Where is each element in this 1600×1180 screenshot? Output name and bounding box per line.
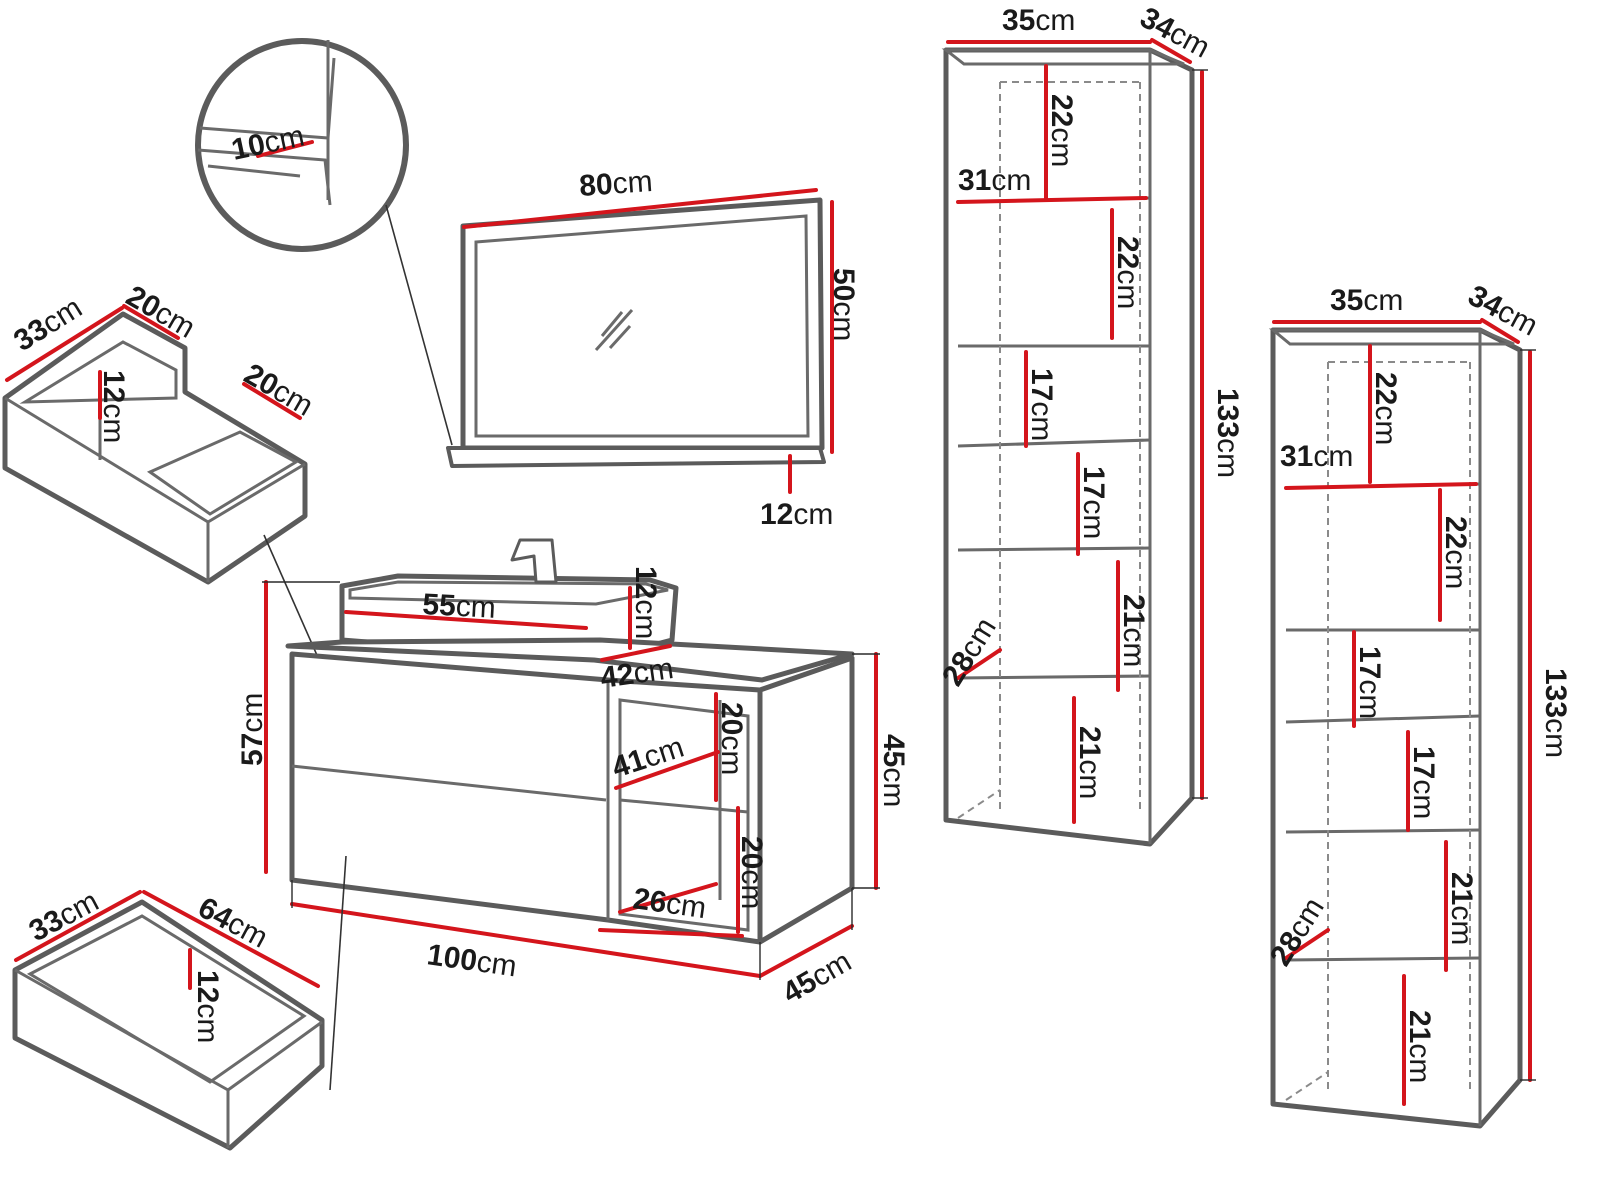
shelf-depth-line-lower bbox=[618, 882, 718, 914]
mirror bbox=[446, 188, 834, 494]
dimension-label: 35cm bbox=[1002, 4, 1075, 37]
width-line-top-drawer-right bbox=[242, 382, 302, 420]
mirror-detail bbox=[195, 38, 453, 446]
depth-line-mirror-shelf bbox=[256, 140, 314, 158]
dimension-label: 21cm bbox=[1445, 872, 1478, 945]
dimension-label: 20cm bbox=[239, 357, 319, 422]
width-line-top-drawer bbox=[122, 304, 180, 340]
shelf-floor-line bbox=[598, 928, 744, 938]
dimension-label: 20cm bbox=[715, 702, 748, 775]
width-line-mirror bbox=[462, 188, 818, 229]
total-width-line bbox=[290, 902, 762, 978]
dimension-label: 31cm bbox=[1280, 440, 1353, 473]
vanity-cabinet bbox=[262, 538, 880, 1091]
shelf-depth-line-upper bbox=[614, 750, 720, 790]
dimension-label: 12cm bbox=[629, 566, 662, 639]
dimension-label: 42cm bbox=[598, 652, 675, 695]
tall-shelf-b bbox=[1268, 318, 1536, 1129]
basin-width-line bbox=[344, 610, 588, 630]
dimension-label: 12cm bbox=[760, 498, 833, 531]
dimension-label: 45cm bbox=[877, 734, 910, 807]
dimension-label: 22cm bbox=[1045, 94, 1078, 167]
dimension-label: 31cm bbox=[958, 164, 1031, 197]
dimension-label: 133cm bbox=[1539, 668, 1572, 758]
dimension-label: 17cm bbox=[1077, 466, 1110, 539]
inner-width-line-shelf-a bbox=[956, 196, 1148, 204]
dimension-label: 17cm bbox=[1407, 746, 1440, 819]
dimension-label: 80cm bbox=[578, 165, 653, 203]
dimension-label: 22cm bbox=[1369, 372, 1402, 445]
dimension-label: 55cm bbox=[422, 588, 497, 625]
dimension-label: 50cm bbox=[827, 268, 860, 341]
dimension-label: 22cm bbox=[1111, 236, 1144, 309]
bottom-drawer bbox=[12, 890, 325, 1151]
top-drawer bbox=[2, 304, 343, 713]
drawer-leader-line-2 bbox=[329, 855, 347, 1091]
dimension-label: 22cm bbox=[1439, 516, 1472, 589]
depth-line-shelf-b bbox=[1480, 318, 1520, 344]
depth-line-shelf-a bbox=[1150, 38, 1192, 64]
dimension-label: 21cm bbox=[1403, 1010, 1436, 1083]
width-line-bottom-drawer bbox=[142, 890, 320, 988]
shelf-depth-line-shelf-b bbox=[1284, 928, 1330, 960]
dimension-label: 21cm bbox=[1073, 726, 1106, 799]
dimension-label: 10cm bbox=[229, 119, 308, 167]
depth-line-top-drawer bbox=[5, 306, 124, 382]
dimension-label: 45cm bbox=[777, 945, 857, 1010]
tall-shelf-a bbox=[941, 38, 1208, 847]
dimension-label: 12cm bbox=[191, 970, 224, 1043]
shelf-depth-line-shelf-a bbox=[956, 648, 1002, 680]
dimension-label: 100cm bbox=[425, 938, 519, 983]
dimension-label: 17cm bbox=[1353, 646, 1386, 719]
depth-line-bottom-drawer bbox=[14, 890, 142, 962]
basin-depth-line bbox=[600, 644, 672, 662]
dimension-label: 21cm bbox=[1117, 594, 1150, 667]
dimension-label: 12cm bbox=[97, 370, 130, 443]
dimension-label: 17cm bbox=[1025, 368, 1058, 441]
dimension-label: 133cm bbox=[1211, 388, 1244, 478]
dimension-label: 35cm bbox=[1330, 284, 1403, 317]
inner-width-line-shelf-b bbox=[1284, 482, 1478, 490]
detail-leader-line bbox=[385, 204, 453, 446]
dimension-label: 26cm bbox=[631, 882, 708, 925]
dimension-label: 57cm bbox=[236, 693, 269, 766]
dimension-label: 20cm bbox=[735, 836, 768, 909]
total-depth-line bbox=[758, 924, 854, 978]
